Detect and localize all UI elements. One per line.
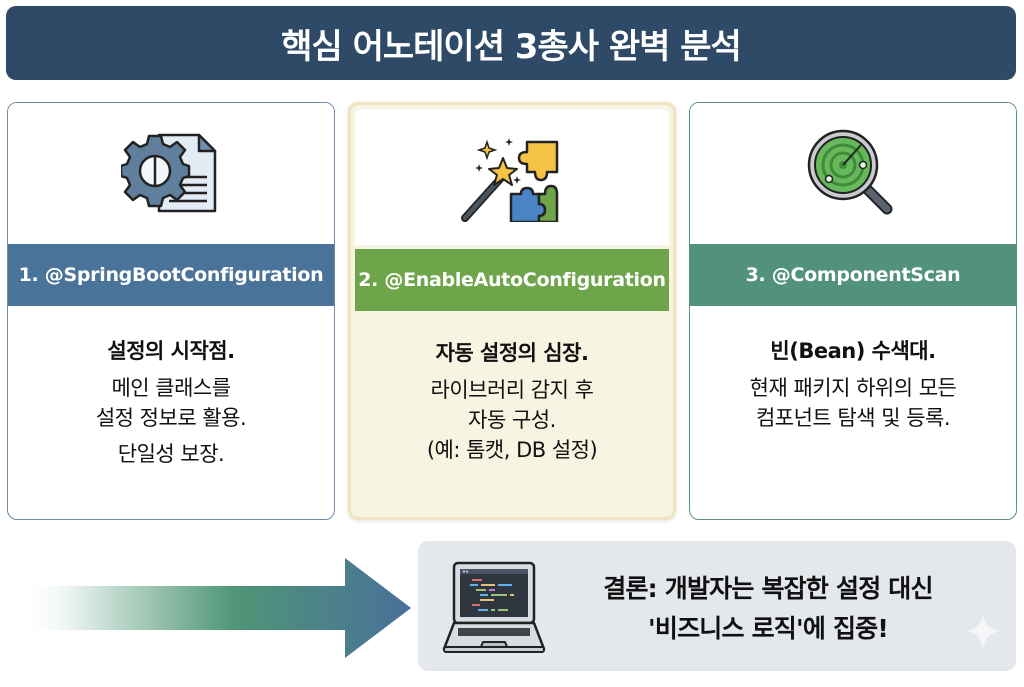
annotation-label: 1. @SpringBootConfiguration [8, 244, 334, 306]
card-description: 설정의 시작점. 메인 클래스를 설정 정보로 활용. 단일성 보장. [8, 315, 334, 469]
description-line: 라이브러리 감지 후 [430, 378, 594, 402]
annotation-label: 3. @ComponentScan [690, 244, 1016, 306]
conclusion-line-2: '비즈니스 로직'에 집중! [648, 614, 889, 643]
magic-wand-puzzle-icon [461, 138, 559, 222]
description-line: 자동 구성. [468, 408, 556, 432]
card-enableautoconfiguration: 2. @EnableAutoConfiguration 자동 설정의 심장. 라… [348, 102, 676, 520]
conclusion-line-1: 결론: 개발자는 복잡한 설정 대신 [603, 574, 933, 603]
description-line: 메인 클래스를 [111, 376, 231, 400]
laptop-code-icon [442, 561, 546, 653]
radar-magnifier-icon [807, 129, 893, 215]
annotation-label: 2. @EnableAutoConfiguration [355, 249, 669, 311]
description-line: 컴포넌트 탐색 및 등록. [755, 406, 951, 430]
card-description: 빈(Bean) 수색대. 현재 패키지 하위의 모든 컴포넌트 탐색 및 등록. [690, 315, 1016, 433]
page-title: 핵심 어노테이션 3총사 완벽 분석 [6, 6, 1016, 80]
description-note: 단일성 보장. [117, 442, 225, 466]
arrow-right-icon [18, 558, 411, 658]
conclusion-text: 결론: 개발자는 복잡한 설정 대신 '비즈니스 로직'에 집중! [558, 569, 978, 649]
gear-document-icon [121, 133, 217, 213]
card-springbootconfiguration: 1. @SpringBootConfiguration 설정의 시작점. 메인 … [7, 102, 335, 520]
description-line: (예: 톰캣, DB 설정) [426, 438, 598, 462]
description-line: 현재 패키지 하위의 모든 [749, 376, 957, 400]
card-heading: 자동 설정의 심장. [435, 341, 589, 365]
card-heading: 설정의 시작점. [107, 339, 235, 363]
card-componentscan: 3. @ComponentScan 빈(Bean) 수색대. 현재 패키지 하위… [689, 102, 1017, 520]
description-line: 설정 정보로 활용. [95, 406, 247, 430]
conclusion-box: 결론: 개발자는 복잡한 설정 대신 '비즈니스 로직'에 집중! [418, 541, 1016, 671]
flow-arrow [18, 558, 413, 658]
card-description: 자동 설정의 심장. 라이브러리 감지 후 자동 구성. (예: 톰캣, DB … [351, 317, 673, 465]
sparkle-icon [965, 613, 1001, 649]
card-heading: 빈(Bean) 수색대. [770, 339, 936, 363]
